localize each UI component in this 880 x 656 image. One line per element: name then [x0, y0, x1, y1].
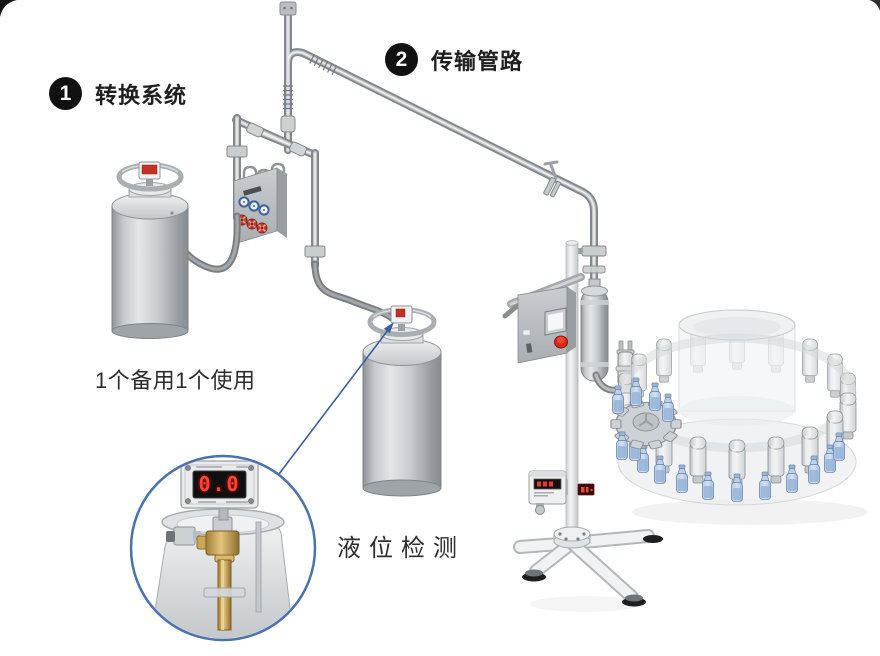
- stand-base: [513, 526, 663, 607]
- riser-bellows: [283, 85, 293, 110]
- level-detection-note: 液位检测: [337, 535, 465, 562]
- pipe-clamp: [304, 245, 326, 258]
- tank-top-device: [138, 161, 161, 186]
- leader-arrow: [278, 322, 394, 475]
- pressure-gauges: [238, 196, 270, 216]
- station-control-box: [517, 286, 577, 364]
- cable-gland: [535, 505, 545, 515]
- phase-separator: [580, 278, 609, 382]
- level-transmitter: [528, 470, 568, 515]
- step1-badge: 1: [49, 77, 82, 110]
- diagonal-bellows: [309, 54, 338, 76]
- pipe-valve-handle: [543, 160, 559, 180]
- pipe-coupler: [289, 141, 307, 157]
- inset-ring: [129, 454, 317, 642]
- step2-label: 传输管路: [431, 48, 524, 74]
- step2-badge: 2: [385, 43, 418, 76]
- conversion-manifold: [171, 118, 393, 319]
- step1-label: 转换系统: [95, 82, 188, 108]
- carousel-drum: [678, 309, 796, 426]
- corner-marks: [0, 0, 880, 17]
- rotary-filling-machine: [610, 309, 868, 525]
- level-sensor-head: [390, 305, 413, 331]
- base-foot: [643, 535, 663, 543]
- transfer-pipeline: [279, 1, 607, 287]
- level-display-panel: [180, 460, 259, 509]
- mini-led-display: [577, 483, 595, 496]
- standby-note: 1个备用1个使用: [95, 368, 256, 393]
- pipe-clamp: [226, 145, 248, 158]
- transmitter-led-window: [533, 478, 562, 490]
- led-screen: [192, 470, 247, 499]
- pipe-end-coupling: [279, 1, 297, 16]
- level-detection-inset: [129, 454, 317, 642]
- level-display-value: 0.0: [198, 472, 241, 496]
- manifold-label-plate: [243, 186, 262, 196]
- riser-coupling: [280, 115, 296, 133]
- pipe-coupler: [246, 122, 264, 138]
- dewar-right: [362, 305, 442, 497]
- dewar-left: [111, 161, 189, 339]
- step1-annotation: 1 转换系统: [49, 77, 187, 110]
- brass-fitting: [205, 530, 240, 556]
- pipe-clamp: [577, 245, 607, 257]
- step2-annotation: 2 传输管路: [385, 43, 523, 76]
- valve-handwheels: [236, 214, 268, 234]
- dosing-station: [502, 240, 663, 612]
- pipe-flange-joint: [543, 177, 562, 198]
